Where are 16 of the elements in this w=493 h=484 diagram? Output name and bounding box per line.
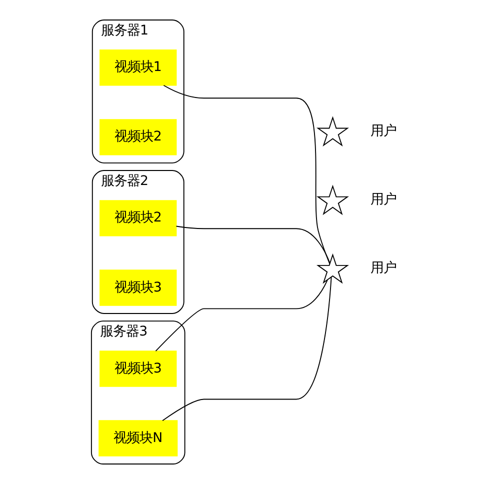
connector <box>155 280 328 352</box>
node-label: 用户 <box>370 124 396 139</box>
node-box: 视频块2 <box>100 200 177 236</box>
connector <box>162 276 332 422</box>
node-star <box>316 253 349 284</box>
node-box: 视频块3 <box>100 350 177 387</box>
node-box: 视频块2 <box>100 119 177 156</box>
connector <box>176 226 330 264</box>
node-star <box>316 184 349 216</box>
node-label: 用户 <box>370 261 396 276</box>
connector <box>163 84 330 264</box>
node-box: 视频块1 <box>100 50 177 86</box>
node-box: 视频块3 <box>100 270 177 306</box>
node-box: 视频块N <box>98 420 178 456</box>
node-star <box>316 116 349 147</box>
node-label: 用户 <box>370 192 396 208</box>
